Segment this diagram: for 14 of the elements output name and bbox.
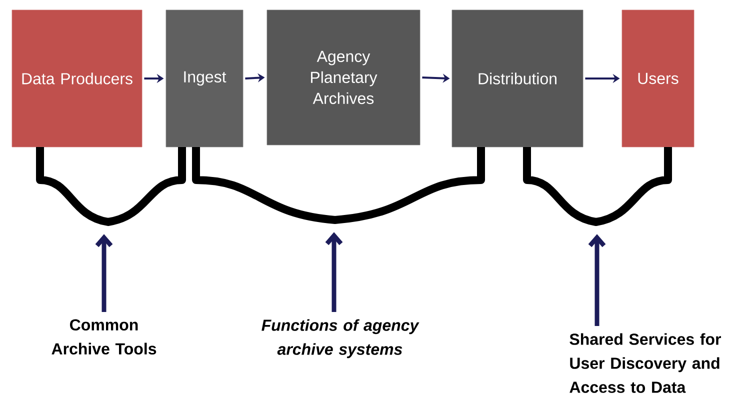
- caption-text: Functions of agency archive systems: [262, 319, 420, 358]
- curly-brace: [36, 147, 186, 226]
- process-box: Agency Planetary Archives: [266, 10, 420, 146]
- arrow: [95, 234, 113, 312]
- caption-text: Shared Services for User Discovery and Access to Data: [570, 333, 721, 393]
- curly-brace: [523, 147, 672, 226]
- process-box: Data Producers: [12, 10, 142, 148]
- process-box: Ingest: [166, 10, 244, 148]
- process-box: Users: [622, 10, 694, 148]
- curly-brace: [192, 147, 485, 224]
- process-box: Distribution: [452, 10, 584, 148]
- arrow: [588, 234, 606, 326]
- caption-text: Common Archive Tools: [52, 319, 156, 355]
- arrow: [325, 232, 343, 312]
